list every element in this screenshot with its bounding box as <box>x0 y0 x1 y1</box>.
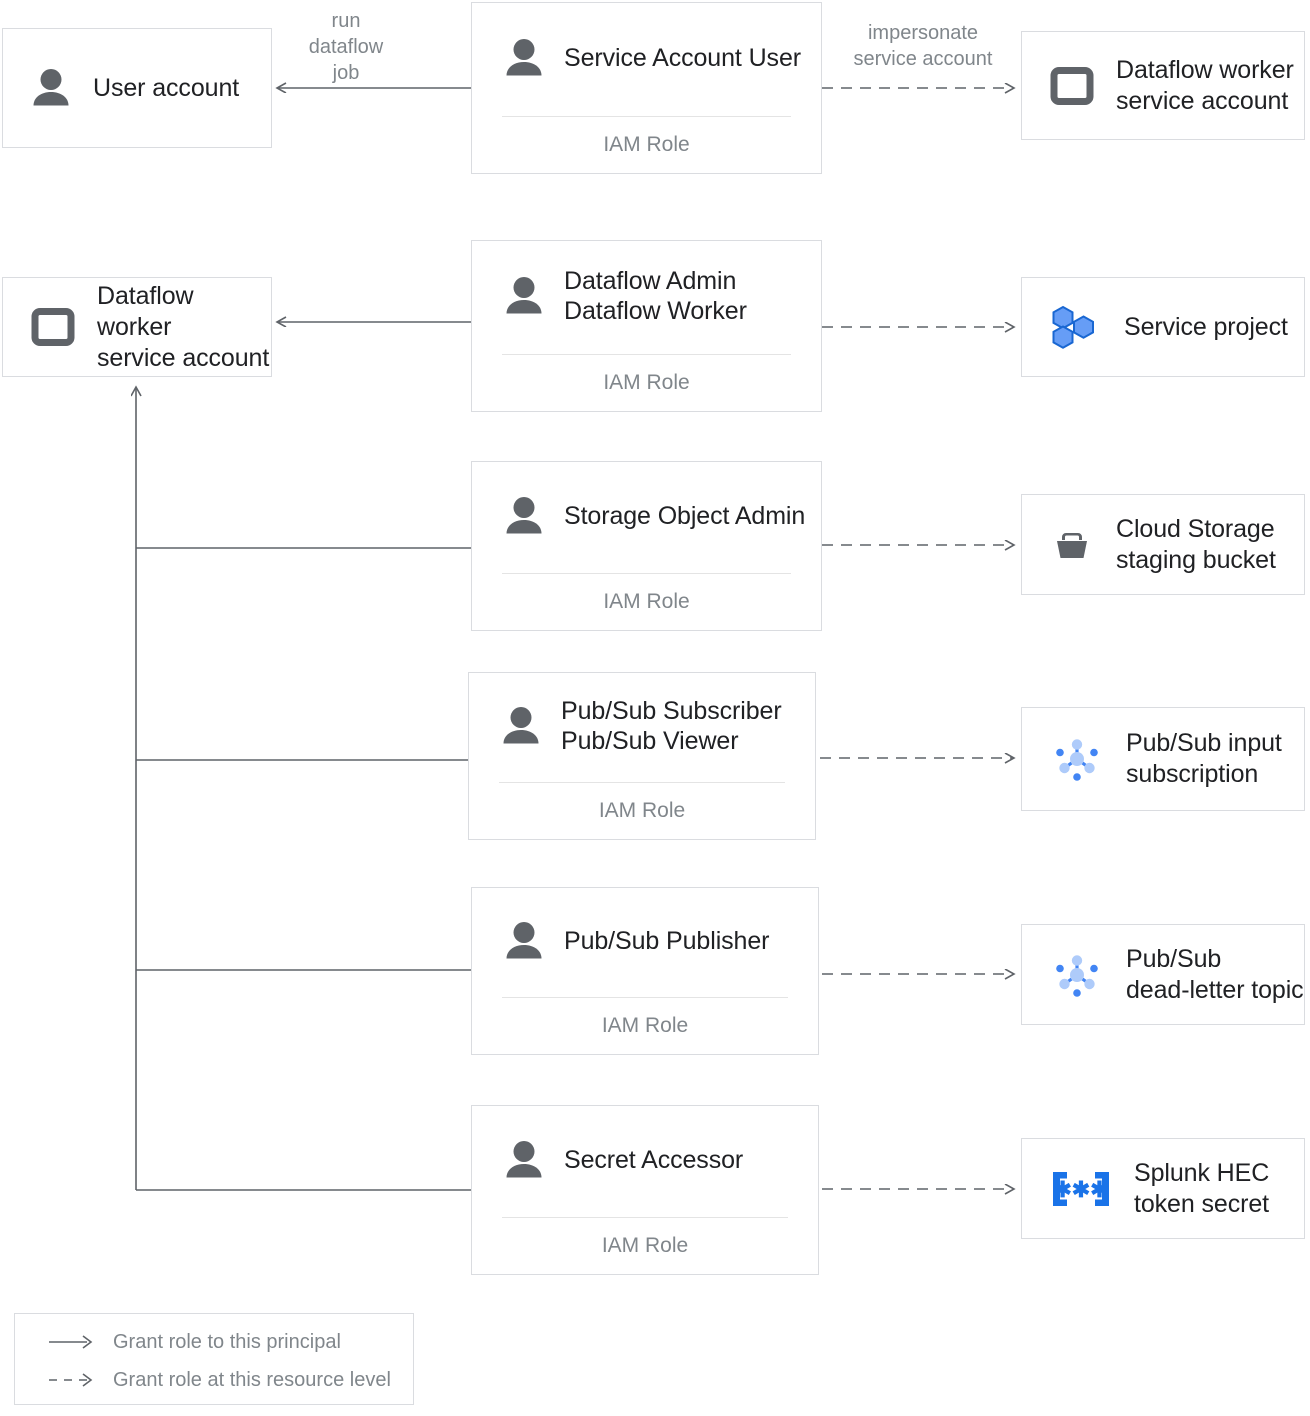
role-card-body: Service Account User <box>472 3 821 116</box>
role-card-body: Secret Accessor <box>472 1106 818 1217</box>
role-card-title: Pub/Sub Subscriber Pub/Sub Viewer <box>561 696 782 755</box>
person-icon <box>503 706 539 743</box>
resource-pubsub-input-subscription[interactable]: Pub/Sub input subscription <box>1021 707 1305 811</box>
person-icon <box>506 496 542 533</box>
role-card-divider <box>502 573 791 574</box>
role-card-pubsub-subscriber-viewer[interactable]: Pub/Sub Subscriber Pub/Sub Viewer IAM Ro… <box>468 672 816 840</box>
service-account-icon <box>31 308 75 346</box>
principal-user-account[interactable]: User account <box>2 28 272 148</box>
role-card-footer: IAM Role <box>603 590 690 613</box>
pubsub-icon <box>1056 954 1098 997</box>
role-card-title: Storage Object Admin <box>564 501 806 530</box>
person-icon <box>506 38 542 75</box>
role-card-body: Storage Object Admin <box>472 462 821 573</box>
person-icon <box>506 276 542 313</box>
resource-label: Service project <box>1124 312 1288 341</box>
resource-cloud-storage-staging-bucket[interactable]: Cloud Storage staging bucket <box>1021 494 1305 595</box>
role-card-title: Service Account User <box>564 43 801 72</box>
role-card-title: Dataflow Admin Dataflow Worker <box>564 266 747 325</box>
principal-user-account-label: User account <box>93 73 240 102</box>
legend-item-solid: Grant role to this principal <box>47 1330 341 1354</box>
wire-vertical-bus-to-worker-sa <box>136 387 471 1191</box>
cloud-storage-bucket-icon <box>1057 532 1087 558</box>
role-card-footer: IAM Role <box>603 371 690 394</box>
svg-text:✱✱✱: ✱✱✱ <box>1053 1177 1108 1202</box>
resource-label: Pub/Sub dead-letter topic <box>1126 944 1304 1004</box>
legend: Grant role to this principal Grant role … <box>14 1313 414 1405</box>
person-icon <box>506 1140 542 1177</box>
role-card-title: Secret Accessor <box>564 1145 744 1174</box>
role-card-divider <box>502 997 788 998</box>
resource-dataflow-worker-service-account[interactable]: Dataflow worker service account <box>1021 31 1305 140</box>
resource-splunk-hec-token-secret[interactable]: ✱✱✱ Splunk HEC token secret <box>1021 1138 1305 1239</box>
role-card-footer: IAM Role <box>601 1234 689 1257</box>
resource-label: Splunk HEC token secret <box>1134 1158 1270 1218</box>
resource-pubsub-dead-letter-topic[interactable]: Pub/Sub dead-letter topic <box>1021 924 1305 1025</box>
role-card-divider <box>502 354 791 355</box>
role-card-secret-accessor[interactable]: Secret Accessor IAM Role <box>471 1105 819 1275</box>
project-hexagons-icon <box>1052 305 1094 349</box>
role-card-footer: IAM Role <box>601 1014 689 1037</box>
person-icon <box>506 921 542 958</box>
resource-label: Cloud Storage staging bucket <box>1116 514 1276 574</box>
role-card-footer: IAM Role <box>598 799 686 822</box>
role-card-footer: IAM Role <box>603 133 690 156</box>
role-card-title: Pub/Sub Publisher <box>564 926 770 955</box>
role-card-divider <box>502 116 791 117</box>
role-card-body: Pub/Sub Publisher <box>472 888 818 997</box>
edge-label-impersonate-service-account: impersonate service account <box>853 22 993 70</box>
principal-dataflow-worker-service-account[interactable]: Dataflow worker service account <box>2 277 272 377</box>
role-card-service-account-user[interactable]: Service Account User IAM Role <box>471 2 822 174</box>
role-card-body: Pub/Sub Subscriber Pub/Sub Viewer <box>469 673 815 782</box>
role-card-divider <box>502 1217 788 1218</box>
person-icon <box>33 69 69 106</box>
legend-item-label: Grant role at this resource level <box>113 1369 391 1391</box>
role-card-storage-object-admin[interactable]: Storage Object Admin IAM Role <box>471 461 822 631</box>
role-card-body: Dataflow Admin Dataflow Worker <box>472 241 821 354</box>
edge-label-run-dataflow-job: run dataflow job <box>308 10 384 84</box>
resource-label: Pub/Sub input subscription <box>1126 729 1282 788</box>
role-card-dataflow-admin-worker[interactable]: Dataflow Admin Dataflow Worker IAM Role <box>471 240 822 412</box>
legend-item-label: Grant role to this principal <box>113 1331 341 1353</box>
dashed-arrow-icon <box>49 1373 93 1387</box>
secret-manager-icon: ✱✱✱ <box>1053 1171 1109 1206</box>
principal-label: Dataflow worker service account <box>97 281 270 372</box>
solid-arrow-icon <box>49 1335 93 1349</box>
service-account-icon <box>1050 66 1094 105</box>
pubsub-icon <box>1056 739 1098 781</box>
role-card-divider <box>499 782 785 783</box>
legend-item-dashed: Grant role at this resource level <box>47 1368 391 1392</box>
resource-service-project[interactable]: Service project <box>1021 277 1305 377</box>
role-card-pubsub-publisher[interactable]: Pub/Sub Publisher IAM Role <box>471 887 819 1055</box>
resource-label: Dataflow worker service account <box>1116 55 1294 115</box>
